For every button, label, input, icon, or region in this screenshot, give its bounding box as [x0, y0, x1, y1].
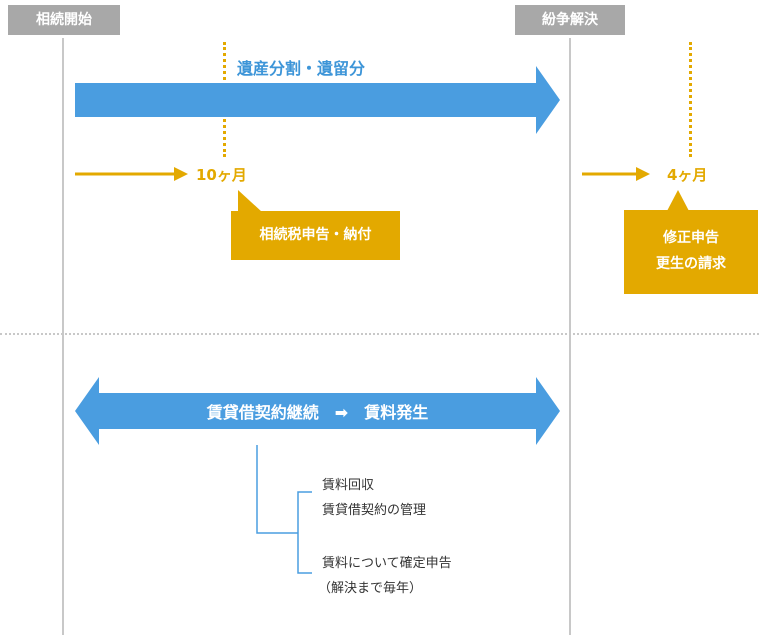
lease-double-arrow [75, 377, 560, 445]
item1-line1: 賃料回収 [322, 478, 375, 493]
four-month-marker [689, 42, 692, 157]
four-month-label: 4ヶ月 [667, 166, 708, 184]
revise-callout-line2: 更生の請求 [656, 256, 726, 272]
revise-callout-pointer [667, 190, 689, 211]
item1-line2: 賃貸借契約の管理 [322, 503, 427, 518]
item2-line1: 賃料について確定申告 [322, 556, 452, 571]
start-phase-tag: 相続開始 [8, 5, 120, 35]
revise-callout-box: 修正申告 更生の請求 [624, 210, 758, 294]
division-arrow [75, 66, 560, 134]
tax-callout-box: 相続税申告・納付 [231, 211, 400, 260]
end-phase-tag: 紛争解決 [515, 5, 625, 35]
lease-arrow-label: 賃貸借契約継続 ➡ 賃料発生 [206, 403, 429, 422]
section-divider [0, 333, 759, 335]
revise-callout-line1: 修正申告 [663, 230, 719, 246]
four-month-arrow-head [636, 167, 650, 181]
bracket-connector-main [256, 445, 298, 534]
start-timeline-line [62, 38, 64, 635]
tax-callout-pointer [238, 190, 262, 212]
tax-callout-text: 相続税申告・納付 [259, 227, 372, 243]
division-label: 遺産分割・遺留分 [237, 59, 366, 78]
ten-month-arrow-head [174, 167, 188, 181]
ten-month-label: 10ヶ月 [196, 166, 247, 184]
item2-line2: （解決まで毎年） [318, 581, 423, 596]
end-timeline-line [569, 38, 571, 635]
bracket-connector-group1 [297, 491, 312, 574]
